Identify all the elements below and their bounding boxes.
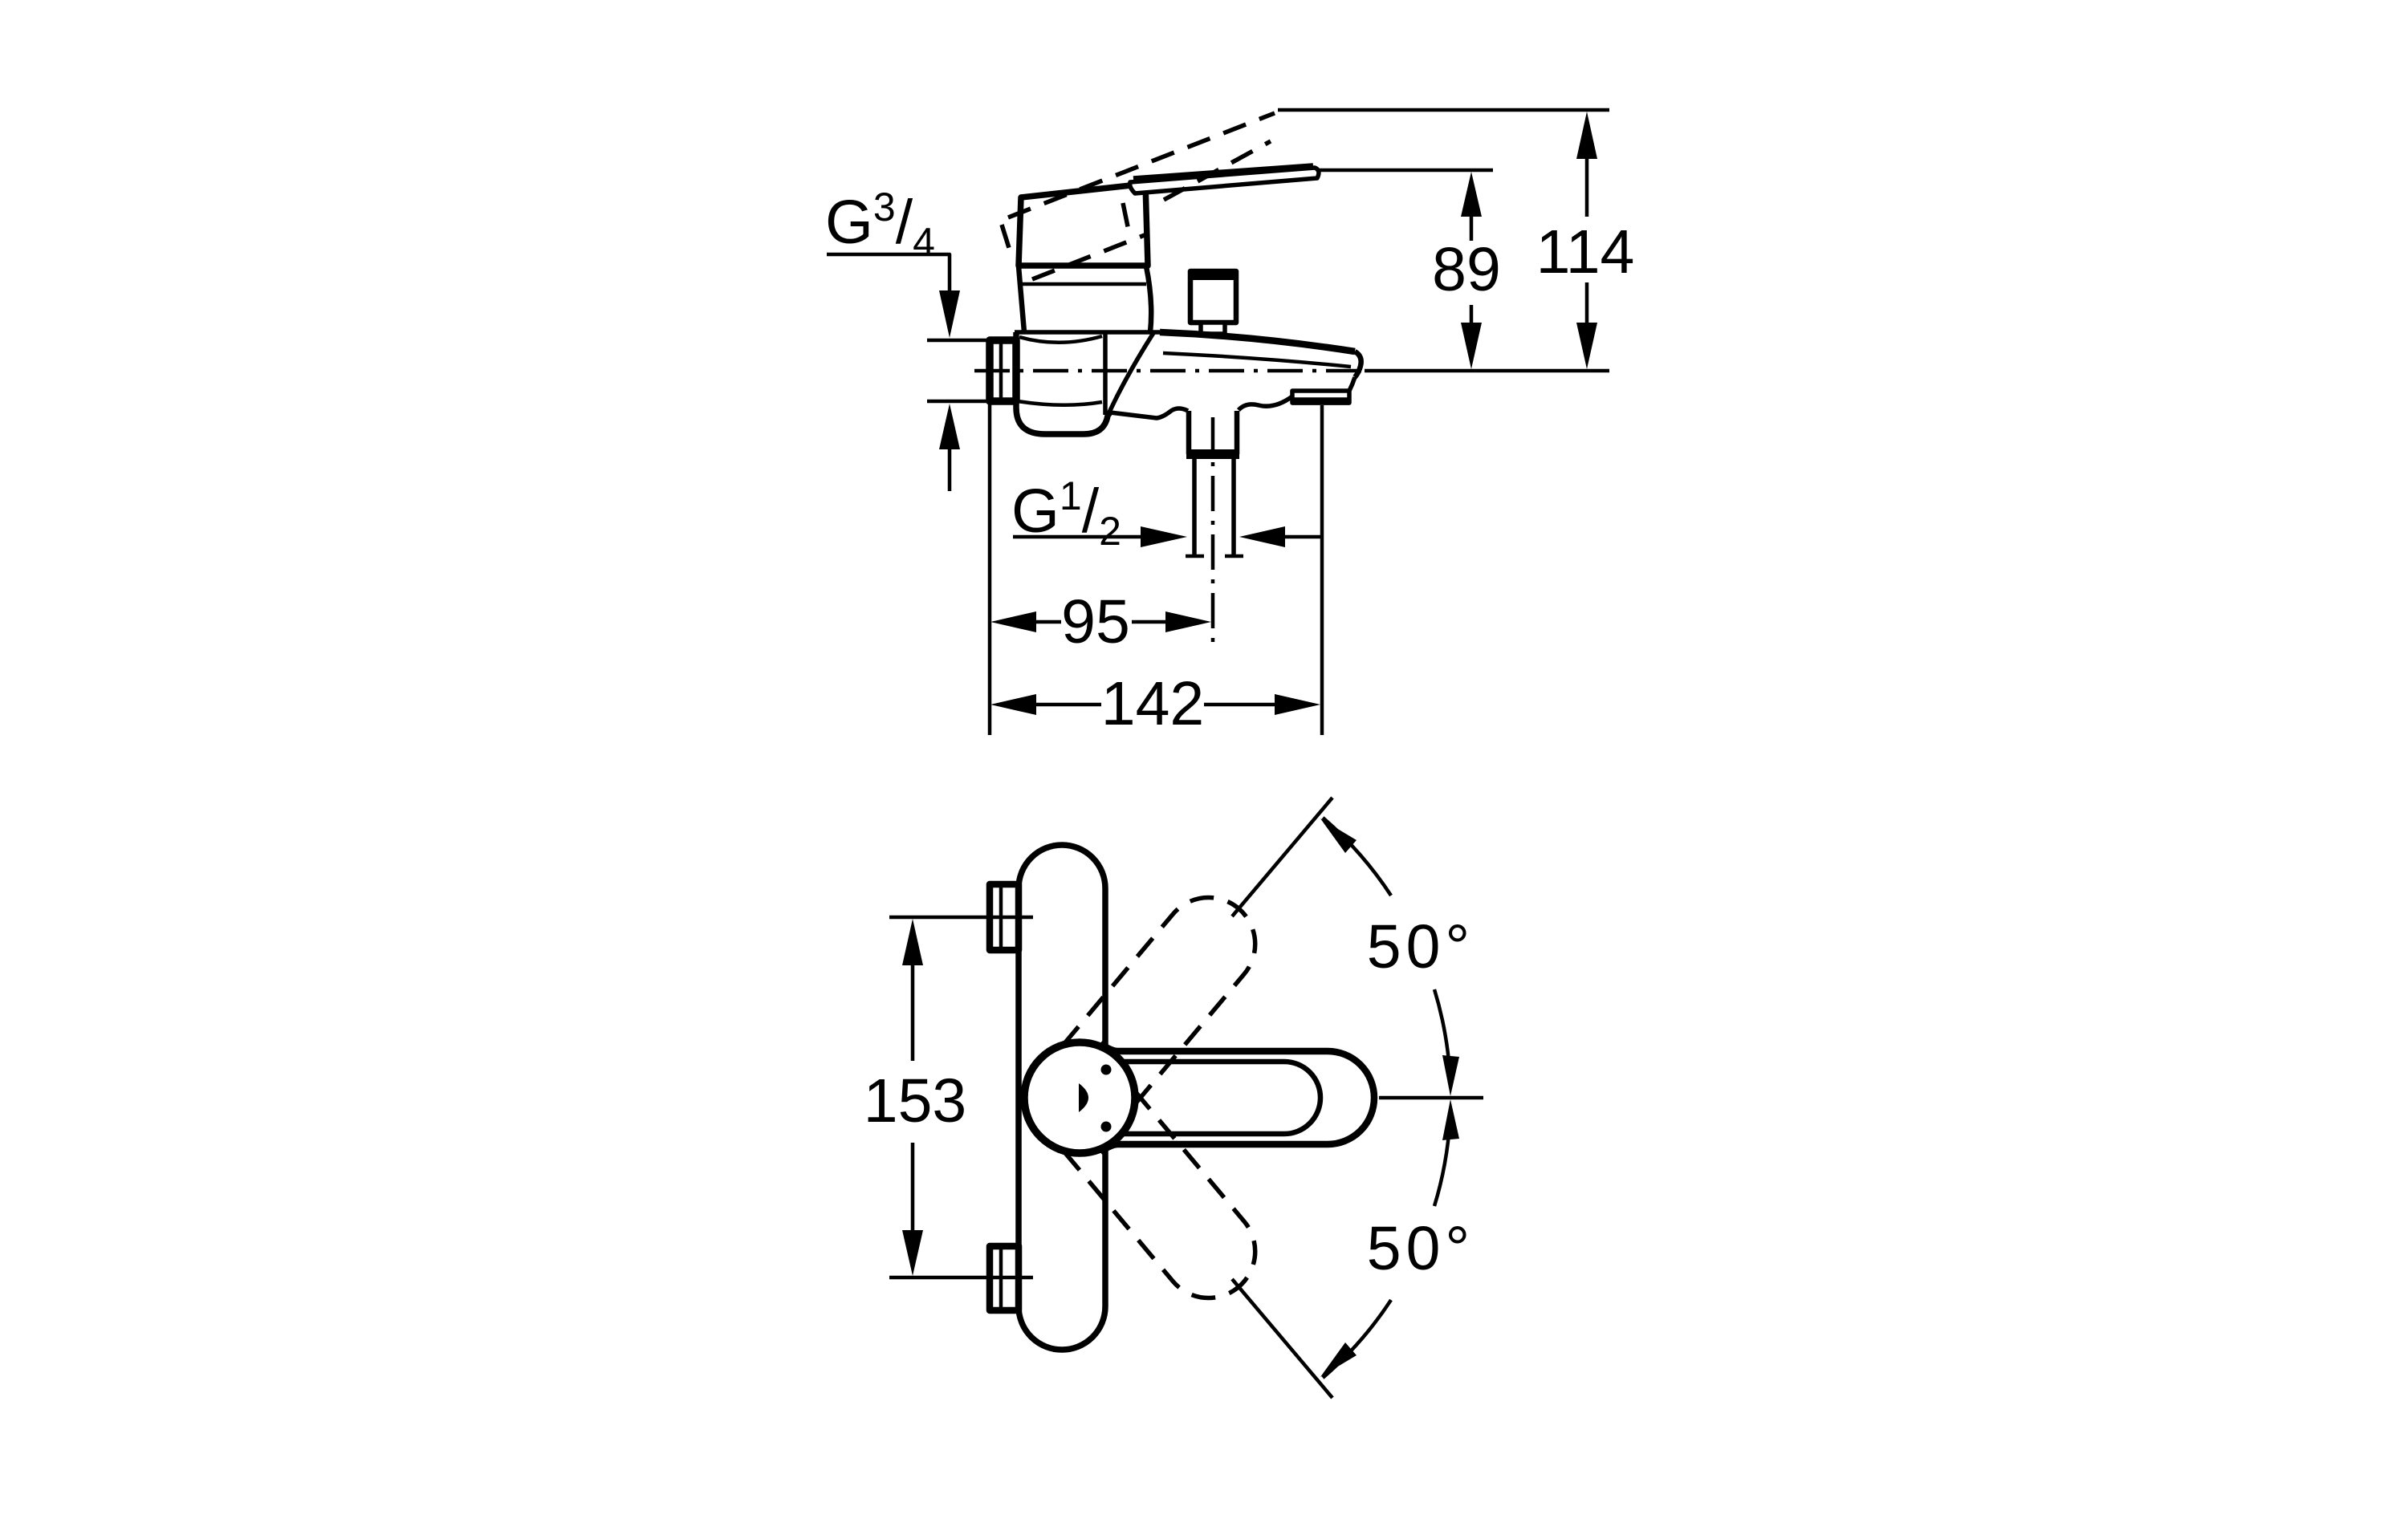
arrowhead-g12-left	[1239, 526, 1285, 547]
spout-underside-right	[1236, 394, 1294, 412]
g12-sup: 1	[1060, 473, 1082, 518]
plan-view: 50° 50° 153	[864, 796, 1483, 1399]
dim-text-95: 95	[1061, 587, 1130, 656]
spout-underside-left	[1109, 406, 1190, 420]
spout-tip-face	[1352, 349, 1364, 380]
lever-blade-solid	[1127, 165, 1321, 196]
cartridge-right-edge	[1143, 266, 1154, 333]
arrowhead-arc-top	[1320, 818, 1357, 853]
angle-text-up: 50°	[1367, 912, 1474, 981]
angle-leg-up	[1230, 796, 1334, 918]
arrowhead-arc-bottom	[1320, 1342, 1357, 1377]
g12-slash: /	[1082, 477, 1100, 546]
dim-text-89: 89	[1432, 235, 1501, 304]
raised-grip-left-dashed	[999, 224, 1012, 251]
arrowhead-153-up	[902, 919, 923, 965]
swing-arc-upper-1	[1321, 816, 1393, 897]
lever-detail-dot-top	[1100, 1064, 1112, 1075]
arrowhead-g12-right	[1141, 526, 1187, 547]
arrowhead-114-down	[1576, 323, 1597, 369]
thread-label-g12: G1/2	[1011, 473, 1121, 554]
arrowhead-95-right	[1165, 611, 1211, 632]
g34-leader-line	[827, 252, 952, 292]
body-spout-junction-arc	[1105, 331, 1156, 417]
base-inner-bottom	[1017, 399, 1103, 408]
dim-text-153: 153	[864, 1066, 966, 1135]
dim-text-142: 142	[1101, 669, 1204, 738]
union-extension-lines	[927, 338, 990, 404]
g12-base: G	[1011, 477, 1060, 546]
arrowhead-89-down	[1461, 323, 1482, 369]
spout-top-edge	[1159, 328, 1356, 355]
raised-blade-bottom-dashed	[1162, 139, 1272, 202]
arrowhead-arc-mid-lower	[1442, 1099, 1459, 1140]
arm-ball-fillets	[1098, 1040, 1121, 1156]
thread-label-g34: G3/4	[825, 185, 935, 265]
raised-blade-top-dashed	[1007, 111, 1276, 220]
lever-blade-top-edge	[1133, 163, 1314, 182]
g34-sub: 4	[913, 220, 935, 265]
arrowhead-153-down	[902, 1230, 923, 1276]
dim-text-114: 114	[1536, 217, 1635, 286]
arrowhead-142-right	[1275, 694, 1320, 715]
arrowhead-114-up	[1576, 112, 1597, 159]
g34-slash: /	[896, 188, 913, 257]
angle-text-down: 50°	[1367, 1214, 1474, 1283]
lever-center-mark	[1079, 1083, 1088, 1112]
g34-base: G	[825, 188, 873, 257]
extension-lines-153	[889, 915, 1033, 1280]
g12-sub: 2	[1099, 509, 1121, 554]
arrowhead-g34-down	[939, 290, 960, 338]
cartridge-left-edge	[1015, 266, 1027, 333]
lever-detail-dot-bottom	[1100, 1121, 1112, 1132]
raised-grip-bottom-dashed	[1031, 231, 1150, 282]
arrowhead-89-up	[1461, 172, 1482, 217]
arrowhead-union-up	[939, 404, 960, 449]
spout-inner-edge	[1162, 351, 1352, 369]
swing-arc-lower-2	[1321, 1298, 1393, 1379]
body-base-outline	[1013, 332, 1112, 437]
arrowhead-arc-mid-upper	[1442, 1055, 1459, 1096]
side-elevation-view: G3/4 114 89 G1/2 95 142	[825, 108, 1635, 738]
lever-arm-outer	[1109, 1047, 1378, 1148]
lever-raised-dashed	[999, 111, 1276, 282]
shower-pipe	[1186, 411, 1240, 454]
lever-arm-inner	[1121, 1058, 1324, 1137]
angle-leg-down	[1230, 1277, 1334, 1399]
raised-grip-right-dashed	[1121, 202, 1132, 235]
g34-sup: 3	[873, 185, 896, 229]
shower-nipple	[1192, 459, 1236, 556]
base-inner-top	[1019, 334, 1103, 344]
arrowhead-95-left	[990, 611, 1036, 632]
arrowhead-142-left	[990, 694, 1036, 715]
